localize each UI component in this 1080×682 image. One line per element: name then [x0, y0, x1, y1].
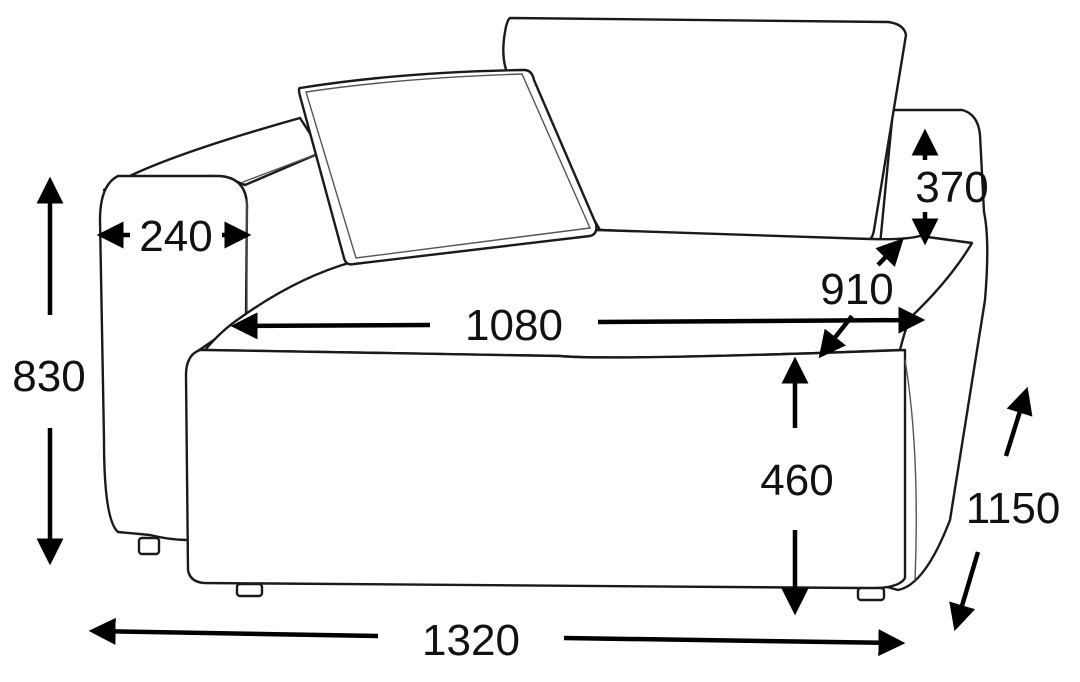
front-right-foot	[856, 586, 886, 602]
seat-width-arrow-right	[597, 306, 926, 334]
depth-arrow-up	[1003, 386, 1033, 457]
armrest-seam	[242, 151, 323, 183]
seat-front	[184, 348, 907, 590]
back-left-foot	[137, 536, 161, 556]
width-arrow-left	[88, 617, 379, 645]
seat-width-arrow-left	[230, 312, 431, 340]
label-armrest-width: 240	[139, 212, 212, 261]
left-armrest-front	[98, 174, 249, 542]
label-seat-depth: 910	[820, 265, 893, 314]
seat-depth-arrow-down	[818, 314, 854, 359]
front-left-foot	[235, 582, 264, 598]
label-backrest-height: 370	[915, 163, 988, 212]
throw-pillow	[297, 68, 598, 266]
label-seat-height: 460	[760, 456, 833, 505]
right-backrest	[878, 108, 989, 592]
width-arrow-right	[563, 629, 906, 657]
label-total-depth: 1150	[966, 484, 1061, 533]
pillow-seam	[305, 73, 592, 259]
seat-depth-arrow-up	[875, 238, 904, 267]
dimension-labels: 830 240 1080 910 370 460 1150 1320	[12, 163, 1060, 665]
dimension-arrows	[36, 128, 1033, 657]
label-total-width: 1320	[422, 616, 520, 665]
seat-side-seam	[904, 359, 917, 581]
label-total-height: 830	[12, 352, 85, 401]
label-seat-width: 1080	[465, 301, 563, 350]
depth-arrow-down	[949, 551, 981, 632]
